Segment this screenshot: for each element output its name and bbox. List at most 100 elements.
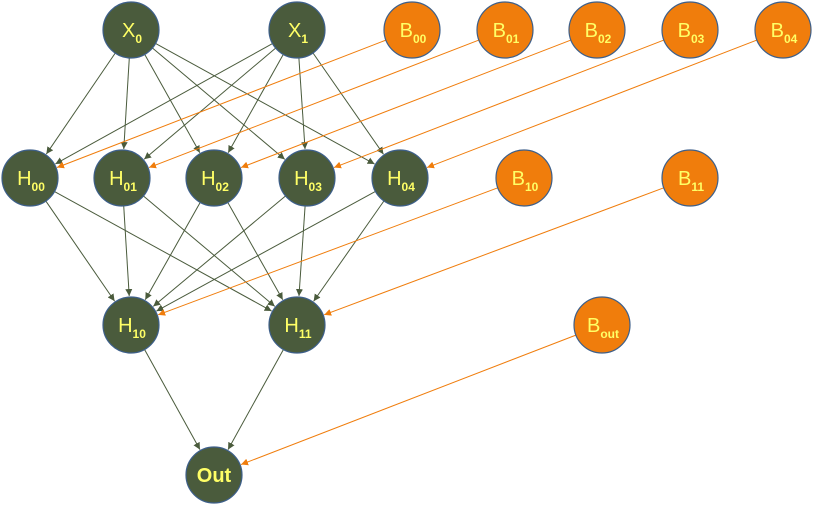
node-circle	[1, 149, 59, 207]
neuron-node-H03: H03	[278, 149, 336, 207]
weight-edge-X1-H02	[227, 54, 284, 153]
node-label-main: H	[17, 168, 31, 190]
neuron-node-H04: H04	[371, 149, 429, 207]
neuron-node-Out: Out	[185, 446, 243, 504]
node-label-subscript: 1	[301, 32, 308, 46]
node-label-subscript: 11	[691, 180, 704, 194]
bias-edge-B00-H00	[56, 39, 387, 169]
bias-node-Bout: Bout	[573, 296, 631, 354]
node-label: H03	[294, 168, 322, 194]
weight-edge-X1-H04	[312, 52, 384, 155]
node-circle	[102, 296, 160, 354]
node-label-subscript: 02	[216, 180, 230, 194]
node-label: H00	[17, 168, 45, 194]
node-label-subscript: 02	[598, 32, 612, 46]
node-circle	[383, 1, 441, 59]
bias-node-B00: B00	[383, 1, 441, 59]
node-label-subscript: 03	[309, 180, 323, 194]
node-circle	[568, 1, 626, 59]
node-circle	[661, 1, 719, 59]
node-label-subscript: 00	[32, 180, 46, 194]
node-label: H10	[118, 315, 146, 341]
bias-edge-Bout-Out	[240, 334, 577, 466]
node-label-main: H	[118, 315, 132, 337]
bias-edge-B11-H11	[323, 187, 664, 316]
bias-edge-B04-H04	[426, 39, 758, 169]
weight-edge-H10-Out	[144, 349, 201, 450]
node-label-main: B	[512, 168, 525, 190]
node-circle	[93, 149, 151, 207]
node-label: Bout	[587, 315, 619, 341]
node-label-main: B	[771, 20, 784, 42]
weight-edge-H02-H11	[227, 202, 284, 300]
node-circle	[573, 296, 631, 354]
node-circle	[185, 446, 243, 504]
node-label-subscript: 01	[124, 180, 138, 194]
node-label-subscript: 11	[299, 327, 312, 341]
node-label-main: H	[201, 168, 215, 190]
node-label-main: H	[109, 168, 123, 190]
neuron-node-H01: H01	[93, 149, 151, 207]
bias-node-B10: B10	[495, 149, 553, 207]
node-circle	[476, 1, 534, 59]
node-label-main: B	[587, 315, 600, 337]
neuron-node-H11: H11	[268, 296, 326, 354]
node-label-subscript: out	[600, 327, 619, 341]
weight-edge-H04-H10	[156, 190, 376, 312]
neuron-node-H02: H02	[185, 149, 243, 207]
node-label-main: H	[284, 315, 298, 337]
node-label-subscript: 10	[133, 327, 147, 341]
weight-edge-H02-H10	[144, 202, 201, 300]
node-circle	[185, 149, 243, 207]
node-label-main: B	[585, 20, 598, 42]
node-label: B00	[400, 20, 427, 46]
weight-edge-H03-H11	[295, 205, 306, 297]
node-label: B01	[493, 20, 520, 46]
node-label-main: B	[678, 168, 691, 190]
weight-edge-X0-H04	[155, 43, 375, 165]
node-label: B02	[585, 20, 612, 46]
node-label: B03	[678, 20, 705, 46]
bias-node-B01: B01	[476, 1, 534, 59]
node-label: B10	[512, 168, 539, 194]
bias-node-B02: B02	[568, 1, 626, 59]
node-label-main: B	[678, 20, 691, 42]
node-circle	[495, 149, 553, 207]
weight-edge-X0-H02	[144, 54, 201, 153]
node-label-main: X	[122, 20, 135, 42]
weight-edge-X0-H01	[120, 57, 130, 150]
node-label-subscript: 00	[413, 32, 427, 46]
bias-edge-B02-H02	[240, 39, 572, 169]
weight-edge-X0-H03	[152, 47, 286, 160]
node-label-subscript: 0	[135, 32, 142, 46]
node-label-subscript: 10	[525, 180, 539, 194]
node-circle	[754, 1, 812, 59]
neuron-node-H00: H00	[1, 149, 59, 207]
node-label-subscript: 03	[691, 32, 705, 46]
neuron-node-H10: H10	[102, 296, 160, 354]
bias-edge-B03-H03	[333, 39, 665, 169]
node-label-main: H	[294, 168, 308, 190]
node-label-main: B	[493, 20, 506, 42]
neuron-node-X1: X1	[268, 1, 326, 59]
node-label: Out	[197, 465, 232, 487]
node-circle	[268, 1, 326, 59]
bias-node-B04: B04	[754, 1, 812, 59]
node-circle	[278, 149, 336, 207]
bias-edge-B10-H10	[157, 187, 498, 316]
node-circle	[268, 296, 326, 354]
weight-edge-H03-H10	[152, 195, 286, 307]
weight-edge-H04-H11	[313, 200, 385, 302]
node-label: B11	[678, 168, 704, 194]
node-label: X1	[288, 20, 308, 46]
weight-edge-X0-H00	[45, 52, 116, 155]
bias-node-B03: B03	[661, 1, 719, 59]
weight-edge-H00-H10	[45, 200, 115, 302]
weight-edge-X1-H01	[143, 47, 276, 160]
bias-node-B11: B11	[661, 149, 719, 207]
edges	[45, 39, 758, 466]
node-label: B04	[771, 20, 798, 46]
node-label: X0	[122, 20, 142, 46]
node-label-subscript: 04	[784, 32, 798, 46]
